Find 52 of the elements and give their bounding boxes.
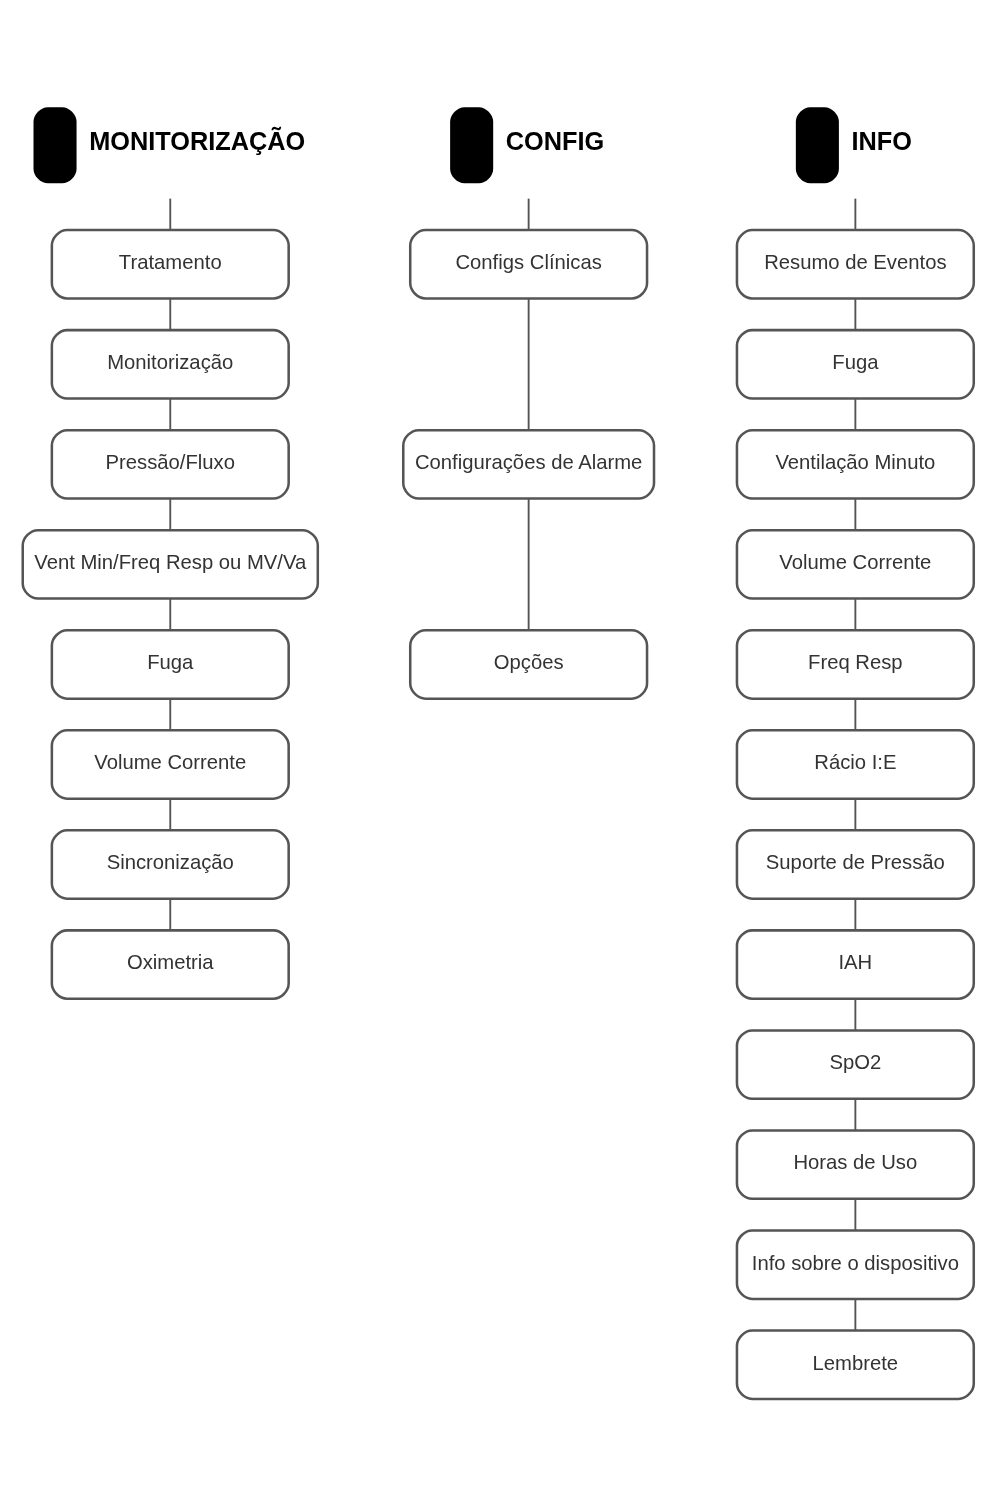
node-box: Rácio I:E [735,728,976,800]
node-box: Ventilação Minuto [735,428,976,500]
connector [854,297,857,331]
node-box: Opções [408,628,649,700]
node-box: Info sobre o dispositivo [735,1228,976,1300]
node-box: Volume Corrente [50,728,290,800]
node-box: Lembrete [735,1328,976,1400]
connector [169,697,172,731]
node-box: Resumo de Eventos [735,228,976,300]
node-box: IAH [735,928,976,1000]
connector [854,1097,857,1131]
node-box: Vent Min/Freq Resp ou MV/Va [21,528,320,600]
connector [527,197,530,231]
connector [169,297,172,331]
node-label: INFO [851,126,913,155]
node-box: SpO2 [735,1028,976,1100]
node-box: Sincronização [50,828,290,900]
node-box: Fuga [50,628,290,700]
connector [169,797,172,831]
node-box: Volume Corrente [735,528,976,600]
node-box: Oximetria [50,928,290,1000]
node-box: Configs Clínicas [408,228,649,300]
connector [169,897,172,931]
node-box [450,106,494,183]
connector [169,397,172,431]
connector [854,597,857,631]
connector [527,497,530,631]
node-box [33,106,77,183]
node-box: Configurações de Alarme [402,428,656,500]
node-label: CONFIG [505,126,605,155]
node-label: MONITORIZAÇÃO [89,126,306,155]
node-box: Horas de Uso [735,1128,976,1200]
connector [169,197,172,231]
connector [854,1197,857,1231]
node-box: Freq Resp [735,628,976,700]
node-box: Pressão/Fluxo [50,428,290,500]
connector [854,397,857,431]
connector [169,597,172,631]
node-box [795,106,839,183]
connector [854,497,857,531]
connector [854,697,857,731]
connector [527,297,530,431]
connector [854,197,857,231]
node-box: Monitorização [50,328,290,400]
node-box: Tratamento [50,228,290,300]
connector [854,1297,857,1331]
node-box: Fuga [735,328,976,400]
node-box: Suporte de Pressão [735,828,976,900]
connector [854,797,857,831]
connector [169,497,172,531]
connector [854,897,857,931]
connector [854,997,857,1031]
